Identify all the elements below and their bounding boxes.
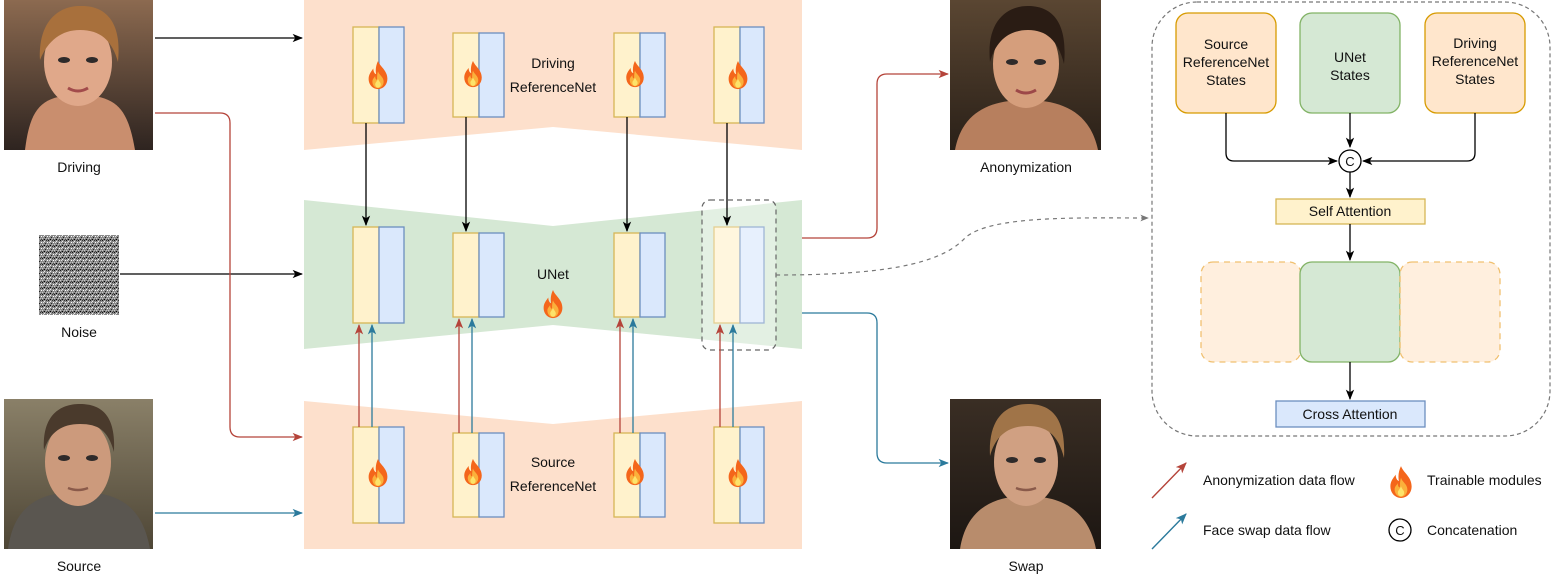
legend-face-swap-arrow <box>1151 513 1187 550</box>
source-referencenet-shape <box>304 401 802 549</box>
anonymization-image <box>950 0 1101 150</box>
driving-to-source-referencenet-arrow <box>155 112 304 442</box>
driving-block-3 <box>613 32 666 118</box>
legend-trainable-label: Trainable modules <box>1427 472 1542 488</box>
unet-label: UNet <box>537 266 569 282</box>
legend-anonymization-label: Anonymization data flow <box>1203 472 1356 488</box>
concat-symbol: C <box>1345 154 1354 169</box>
driving-referencenet-label-2: ReferenceNet <box>510 79 596 95</box>
concat-c-icon: C <box>1338 149 1362 173</box>
unet-to-anonymization-arrow <box>802 69 950 239</box>
source-states-to-concat-arrow <box>1225 113 1339 166</box>
driving-block-4 <box>713 26 765 124</box>
unet-states-line-2: States <box>1330 67 1370 83</box>
anonymization-label: Anonymization <box>980 159 1072 175</box>
source-image <box>4 399 153 549</box>
source-block-4 <box>713 426 765 524</box>
source-label: Source <box>57 558 102 574</box>
unet-block-4 <box>713 226 765 324</box>
unet-block-1 <box>352 226 405 324</box>
source-block-1 <box>352 426 405 524</box>
source-block-2 <box>452 432 505 518</box>
driving-states-line-2: ReferenceNet <box>1432 53 1518 69</box>
attended-source-states-box <box>1200 261 1302 363</box>
legend-concatenation-label: Concatenation <box>1427 522 1517 538</box>
attended-unet-states-box <box>1299 261 1401 363</box>
source-referencenet-label-1: Source <box>531 454 576 470</box>
legend-flame-icon <box>1390 466 1412 498</box>
cross-attention-box <box>1275 400 1426 428</box>
unet-to-swap-arrow <box>802 312 950 468</box>
unet-states-line-1: UNet <box>1334 49 1366 65</box>
driving-states-line-3: States <box>1455 71 1495 87</box>
self-attention-box <box>1275 198 1426 225</box>
driving-image <box>4 0 153 150</box>
swap-image <box>950 399 1101 549</box>
driving-block-2 <box>452 32 505 118</box>
unet-block-2 <box>452 232 505 318</box>
legend-concat-icon: C <box>1388 518 1412 542</box>
unet-block-4-highlight <box>701 199 777 351</box>
driving-block-1 <box>352 26 405 124</box>
driving-referencenet-shape <box>304 0 802 150</box>
source-states-line-1: Source <box>1204 36 1249 52</box>
source-block-3 <box>613 432 666 518</box>
driving-referencenet-label-1: Driving <box>531 55 575 71</box>
legend-anonymization-arrow <box>1151 462 1187 499</box>
source-states-line-2: ReferenceNet <box>1183 54 1269 70</box>
swap-label: Swap <box>1008 558 1043 574</box>
noise-label: Noise <box>61 324 97 340</box>
noise-image <box>39 235 119 315</box>
detail-connector-arrow <box>775 214 1149 276</box>
legend-concat-symbol: C <box>1395 523 1404 538</box>
driving-states-to-concat-arrow <box>1361 113 1476 166</box>
unet-shape <box>304 200 802 349</box>
attention-detail-panel <box>1151 1 1551 437</box>
driving-states-line-1: Driving <box>1453 35 1497 51</box>
attended-driving-states-box <box>1399 261 1501 363</box>
driving-label: Driving <box>57 159 101 175</box>
source-states-line-3: States <box>1206 72 1246 88</box>
source-referencenet-label-2: ReferenceNet <box>510 478 596 494</box>
unet-block-3 <box>613 232 666 318</box>
cross-attention-label: Cross Attention <box>1303 406 1398 422</box>
self-attention-label: Self Attention <box>1309 203 1392 219</box>
legend-face-swap-label: Face swap data flow <box>1203 522 1332 538</box>
